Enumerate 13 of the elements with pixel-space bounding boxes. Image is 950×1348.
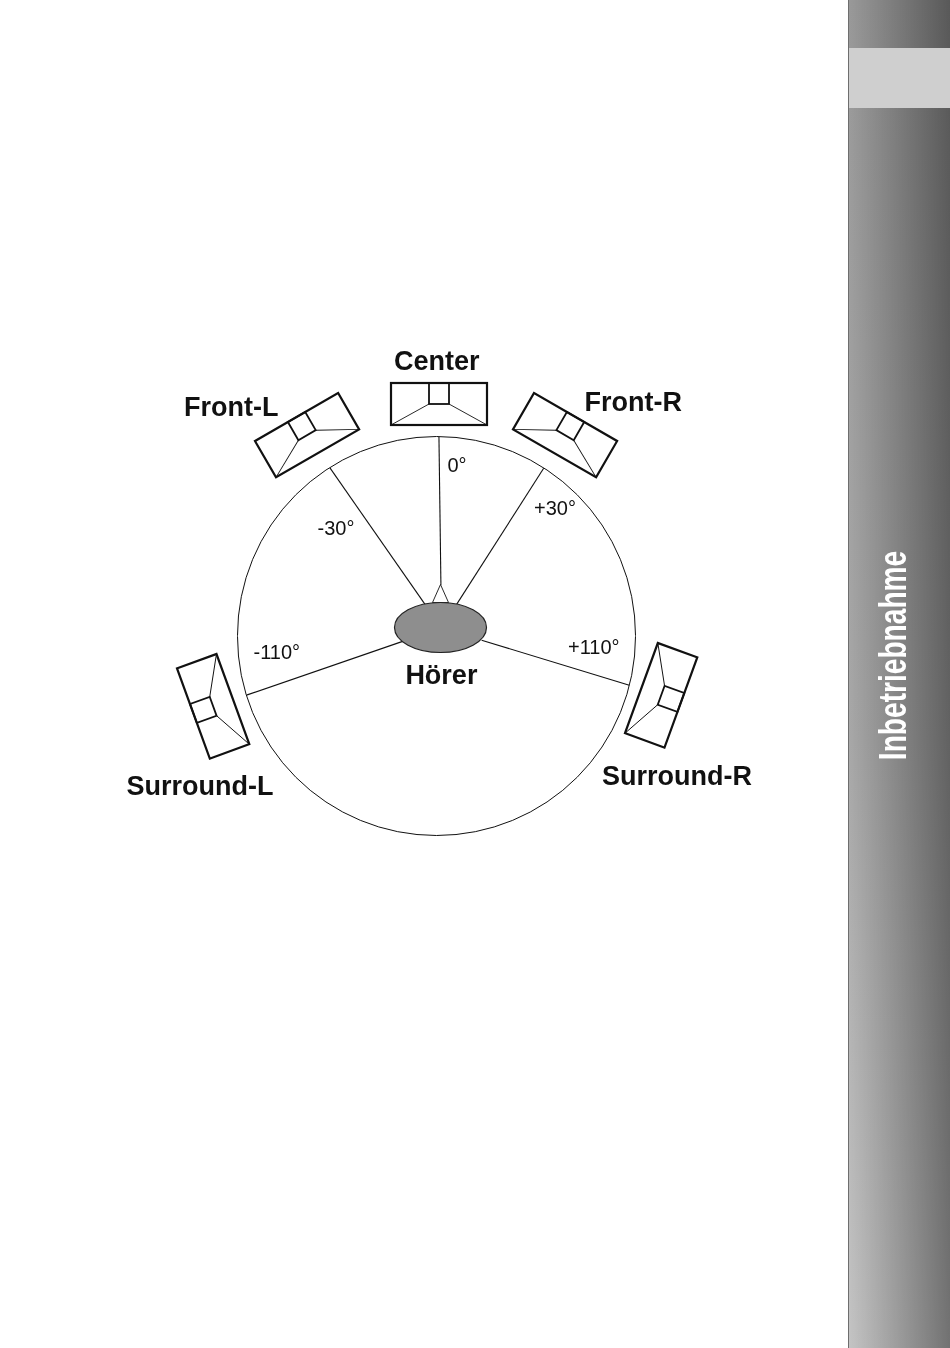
speaker-label: Surround-L — [126, 771, 274, 801]
speaker-label: Center — [394, 346, 480, 376]
speaker-label: Front-R — [584, 387, 682, 417]
connector-line — [456, 467, 545, 605]
speaker-label: Surround-R — [602, 761, 752, 791]
connector-line — [481, 639, 630, 686]
listener-label: Hörer — [405, 660, 478, 691]
speaker-label: Front-L — [184, 392, 279, 422]
side-tab — [848, 0, 950, 1348]
connector-line — [329, 467, 426, 606]
tab-label: Inbetriebnahme — [872, 550, 914, 760]
connector-line — [245, 640, 404, 696]
connector-line — [438, 436, 442, 586]
